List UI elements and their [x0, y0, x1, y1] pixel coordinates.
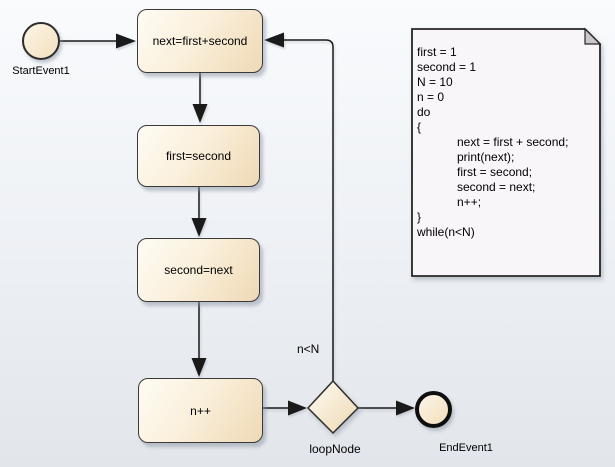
loop-decision-diamond[interactable] — [306, 379, 360, 435]
action-node-n-plus-plus[interactable]: n++ — [138, 378, 263, 443]
end-event-label: EndEvent1 — [439, 442, 493, 454]
arrowhead-action3-to-action4 — [191, 358, 207, 377]
start-event-node[interactable] — [22, 22, 60, 60]
note-body[interactable] — [411, 28, 601, 277]
loopnode-label: loopNode — [309, 442, 361, 456]
action-node-second-next[interactable]: second=next — [137, 238, 260, 302]
arrowhead-loopnode-to-end — [396, 400, 415, 416]
start-event-label: StartEvent1 — [12, 65, 70, 77]
action-node-first-second[interactable]: first=second — [137, 125, 260, 187]
code-note-shape[interactable] — [411, 27, 602, 277]
note-code-text: first = 1 second = 1 N = 10 n = 0 do { n… — [417, 45, 569, 239]
arrowhead-loopnode-back-to-action1 — [264, 32, 284, 48]
note-fold-corner-icon — [584, 27, 602, 45]
arrowhead-start-to-action1 — [116, 33, 136, 49]
arrowhead-action2-to-action3 — [191, 218, 207, 237]
action-label: n++ — [190, 403, 211, 418]
action-node-next-first-second[interactable]: next=first+second — [137, 9, 263, 73]
arrowhead-action4-to-loopnode — [288, 400, 307, 416]
edge-loopnode-back-to-action1[interactable] — [284, 39, 334, 381]
action-label: next=first+second — [152, 34, 248, 48]
arrowhead-action1-to-action2 — [192, 104, 208, 123]
end-event-node[interactable] — [415, 391, 452, 428]
action-label: second=next — [164, 263, 233, 277]
guard-label: n<N — [297, 342, 320, 356]
action-label: first=second — [165, 149, 232, 163]
